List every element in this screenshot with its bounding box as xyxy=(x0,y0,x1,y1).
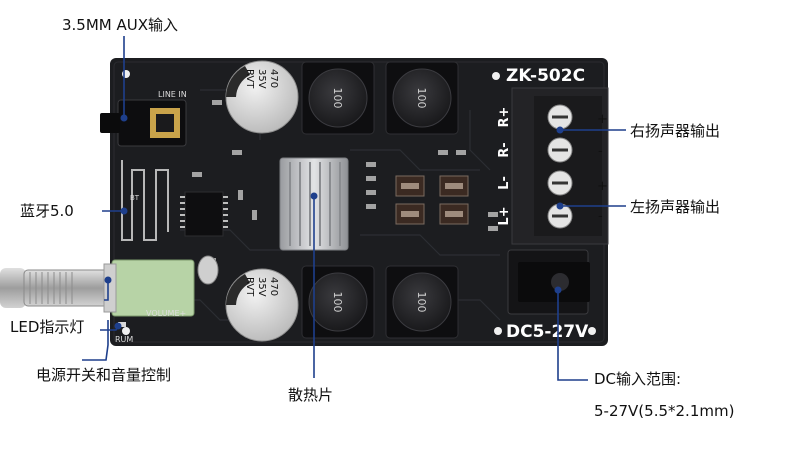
terminal-label: R+ xyxy=(497,107,512,128)
callout-leaders xyxy=(82,36,626,381)
terminal-label: L+ xyxy=(497,206,512,225)
inductor-label: 100 xyxy=(415,88,428,109)
cap-voltage: 35V xyxy=(256,69,267,89)
volume-potentiometer xyxy=(0,255,219,317)
inductor-1: 100 xyxy=(301,61,375,135)
callout-dot xyxy=(120,207,128,215)
cap-series: RVT xyxy=(244,69,255,89)
led-indicator xyxy=(118,322,126,327)
inductor-4: 100 xyxy=(385,265,459,339)
inductor-2: 100 xyxy=(385,61,459,135)
amp-chip xyxy=(180,191,228,237)
power-volume-callout: 电源开关和音量控制 xyxy=(36,366,172,384)
mount-hole xyxy=(122,327,130,335)
polarity-mark: + xyxy=(597,179,608,194)
callout-dot xyxy=(556,126,564,134)
model-label: ZK-502C xyxy=(506,66,585,86)
mount-hole xyxy=(588,327,596,335)
inductor-label: 100 xyxy=(331,88,344,109)
callout-dot xyxy=(120,114,128,122)
polarity-mark: + xyxy=(597,112,608,127)
aux-jack: LINE IN xyxy=(100,90,187,147)
speaker-terminal-block: R+ R- L- L+ xyxy=(497,87,609,245)
right-speaker-callout: 右扬声器输出 xyxy=(630,122,721,140)
left-speaker-callout: 左扬声器输出 xyxy=(630,198,721,216)
capacitor-bottom: 470 35V RVT xyxy=(225,268,299,342)
inductor-label: 100 xyxy=(415,292,428,313)
power-label: DC5-27V xyxy=(506,322,589,342)
led-callout: LED指示灯 xyxy=(10,318,85,336)
dc-range-title: DC输入范围: xyxy=(594,370,682,388)
bluetooth-antenna xyxy=(121,160,169,241)
cap-voltage: 35V xyxy=(256,277,267,297)
capacitor-top: 470 35V RVT xyxy=(225,60,299,134)
bt-label: BT xyxy=(130,194,140,202)
callout-dot xyxy=(556,202,564,210)
line-in-label: LINE IN xyxy=(158,90,187,99)
volume-label: VOLUME+ xyxy=(146,309,186,318)
dc-power-jack xyxy=(507,249,590,315)
mount-hole xyxy=(494,327,502,335)
terminal-label: L- xyxy=(497,176,512,190)
callout-dot xyxy=(310,192,318,200)
polarity-mark: - xyxy=(598,144,603,159)
mount-hole xyxy=(492,72,500,80)
aux-input-callout: 3.5MM AUX输入 xyxy=(62,16,179,34)
bluetooth-callout: 蓝牙5.0 xyxy=(20,202,74,220)
callout-dot xyxy=(554,286,562,294)
cap-value: 470 xyxy=(268,277,279,296)
inductor-3: 100 xyxy=(301,265,375,339)
cap-value: 470 xyxy=(268,69,279,88)
dc-range-value: 5-27V(5.5*2.1mm) xyxy=(594,402,735,420)
cap-series: RVT xyxy=(244,277,255,297)
inductor-label: 100 xyxy=(331,292,344,313)
terminal-label: R- xyxy=(497,142,512,157)
callout-dot xyxy=(114,322,122,330)
smd-inductors xyxy=(395,175,469,225)
rum-label: RUM xyxy=(115,335,133,344)
heatsink-callout: 散热片 xyxy=(288,386,334,404)
polarity-mark: - xyxy=(598,209,603,224)
callout-dot xyxy=(104,276,112,284)
